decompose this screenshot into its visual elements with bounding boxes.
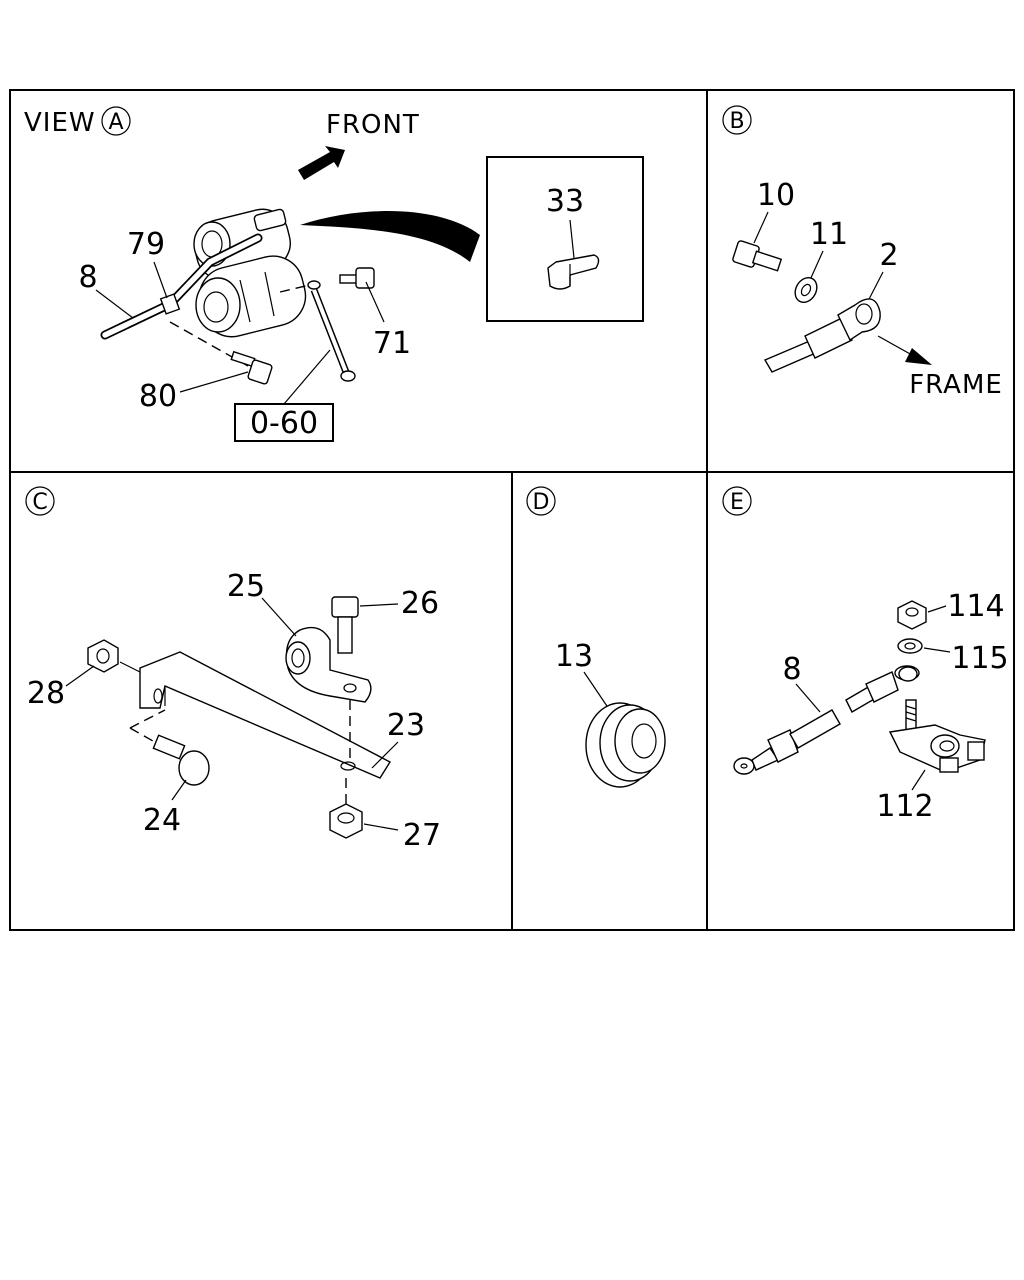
clip-25-icon: [285, 626, 372, 703]
cable-8-e-icon: [733, 666, 918, 775]
panel-d-letter: D: [533, 490, 550, 515]
bracket-23-icon: [139, 651, 391, 779]
panel-e-letter-circle: [722, 486, 752, 516]
panel-d-letter-circle: [526, 486, 556, 516]
part-79-label: 79: [127, 227, 165, 262]
part-24-label: 24: [143, 803, 181, 838]
panel-view-a: VIEW A FRONT 33: [24, 106, 644, 442]
view-letter: A: [108, 110, 123, 135]
reference-label: 0-60: [250, 406, 318, 441]
panel-c-letter: C: [32, 490, 47, 515]
part-33-label: 33: [546, 184, 584, 219]
bolt-71-icon: [339, 267, 375, 289]
frame-label: FRAME: [909, 370, 1003, 400]
front-label: FRONT: [326, 110, 420, 140]
panel-grid: [9, 89, 1015, 931]
part-27-label: 27: [403, 818, 441, 853]
cable-terminal-2-icon: [763, 298, 881, 373]
part-71-label: 71: [373, 326, 411, 361]
panel-b-letter-circle: [722, 105, 752, 135]
part-26-label: 26: [401, 586, 439, 621]
panel-b: B 10 11 2 FRAME: [722, 105, 1003, 400]
panel-e-letter: E: [730, 490, 744, 515]
part-10-label: 10: [757, 178, 795, 213]
detail-box: [486, 156, 644, 322]
terminal-112-icon: [888, 699, 986, 773]
nut-27-icon: [329, 803, 363, 839]
part-23-label: 23: [387, 708, 425, 743]
part-80-label: 80: [139, 379, 177, 414]
bolt-80-icon: [230, 350, 273, 385]
bolt-24-icon: [152, 734, 210, 786]
front-arrow: [298, 146, 345, 180]
starter-motor-icon: [193, 208, 307, 338]
bolt-26-icon: [331, 596, 359, 654]
part-112-label: 112: [876, 789, 933, 824]
ground-strap-icon: [307, 280, 356, 382]
frame-arrow: [905, 348, 932, 365]
washer-11-icon: [794, 276, 818, 304]
part-115-label: 115: [951, 641, 1008, 676]
view-label: VIEW: [24, 108, 96, 138]
part-33-icon: [547, 254, 600, 290]
nut-114-icon: [897, 600, 927, 630]
part-25-label: 25: [227, 569, 265, 604]
part-8-label: 8: [78, 260, 97, 295]
part-114-label: 114: [947, 589, 1004, 624]
panel-c: C 23 25 26 28: [25, 486, 441, 853]
view-letter-circle: [101, 106, 131, 136]
part-13-label: 13: [555, 639, 593, 674]
part-2-label: 2: [879, 238, 898, 273]
grommet-13-icon: [585, 702, 666, 788]
detail-leader: [300, 211, 480, 262]
part-28-label: 28: [27, 676, 65, 711]
washer-115-icon: [897, 638, 923, 654]
nut-28-icon: [87, 639, 119, 673]
panel-e: E 114 115 8: [722, 486, 1009, 824]
part-11-label: 11: [810, 217, 848, 252]
panel-c-letter-circle: [25, 486, 55, 516]
part-8-e-label: 8: [782, 652, 801, 687]
bolt-10-icon: [732, 240, 783, 272]
panel-d: D 13: [526, 486, 666, 788]
panel-b-letter: B: [729, 109, 744, 134]
cable-8-icon: [100, 233, 263, 340]
